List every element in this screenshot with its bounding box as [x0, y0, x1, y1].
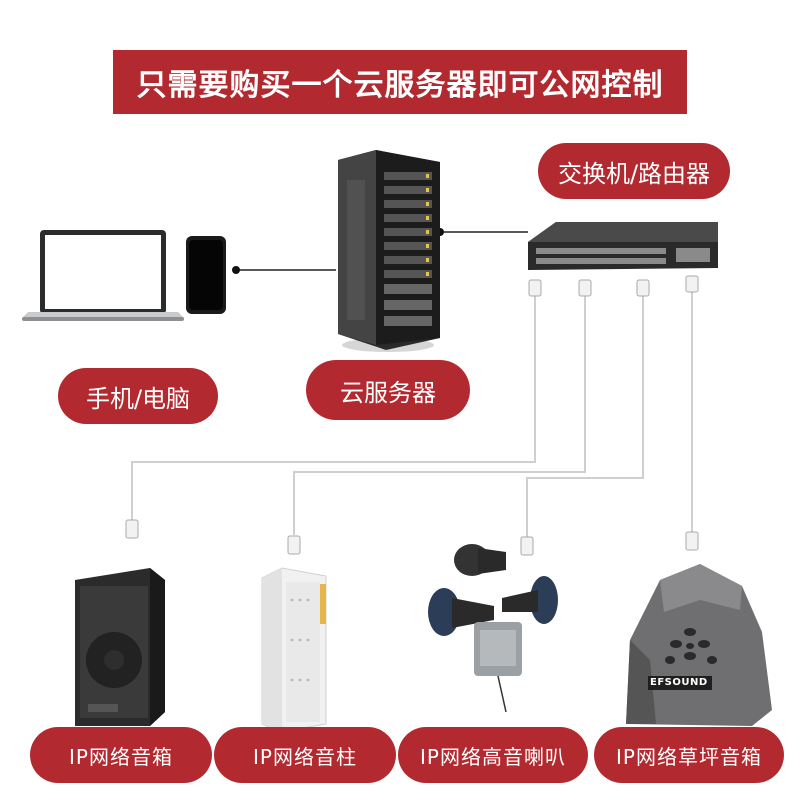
ethernet-cables	[131, 290, 693, 537]
phone-icon	[186, 236, 226, 314]
rj45-plugs-top	[528, 275, 699, 297]
client-label: 手机/电脑	[58, 368, 218, 424]
server-units	[384, 172, 432, 326]
rj45-plugs-bottom	[125, 519, 699, 556]
brand-logo-text: EFSOUND	[650, 677, 708, 688]
speaker-label-lawn: IP网络草坪音箱	[594, 727, 784, 783]
laptop-icon	[22, 230, 184, 321]
client-server-link	[232, 266, 336, 274]
server-label: 云服务器	[306, 360, 470, 420]
speaker-label-column: IP网络音柱	[214, 727, 396, 783]
wall-speaker-icon	[75, 568, 165, 726]
speaker-label-horn: IP网络高音喇叭	[398, 727, 588, 783]
switch-label: 交换机/路由器	[538, 143, 730, 199]
speaker-label-box: IP网络音箱	[30, 727, 212, 783]
server-rack-icon	[338, 150, 440, 352]
horn-speaker-icon	[428, 544, 558, 713]
server-switch-link	[436, 228, 528, 236]
rock-speaker-icon	[626, 564, 772, 726]
title-banner: 只需要购买一个云服务器即可公网控制	[113, 50, 687, 114]
column-speaker-icon	[261, 567, 327, 733]
switch-icon	[528, 222, 718, 270]
title-text: 只需要购买一个云服务器即可公网控制	[136, 68, 664, 103]
